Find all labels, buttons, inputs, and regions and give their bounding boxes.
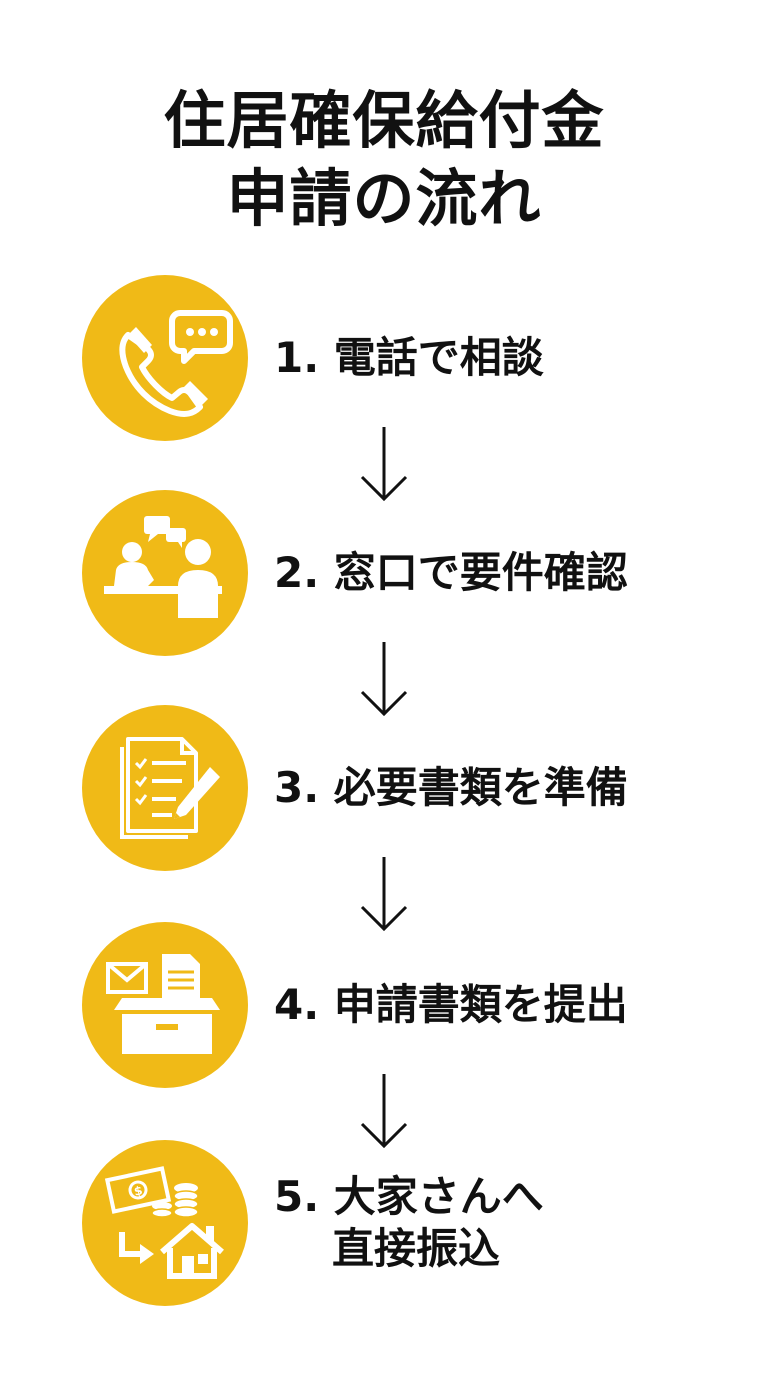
step-2-label: 2. 窓口で要件確認 <box>274 548 628 597</box>
step-5-label-line-2: 直接振込 <box>332 1224 501 1273</box>
step-2: 2. 窓口で要件確認 <box>82 490 722 656</box>
step-5-circle: $ <box>82 1140 248 1306</box>
step-4-circle <box>82 922 248 1088</box>
step-3-label: 3. 必要書類を準備 <box>274 763 628 812</box>
step-5-label-line-1: 5. 大家さんへ <box>274 1172 544 1221</box>
step-1-label: 1. 電話で相談 <box>274 333 544 382</box>
step-5: $ 5. 大家さんへ 直接振込 <box>82 1140 722 1306</box>
page-title: 住居確保給付金 申請の流れ <box>0 82 768 238</box>
checklist-pencil-icon <box>120 737 220 839</box>
step-1-circle <box>82 275 248 441</box>
arrow-down-icon <box>360 427 408 502</box>
title-line-2: 申請の流れ <box>226 162 542 235</box>
title-line-1: 住居確保給付金 <box>163 84 605 157</box>
arrow-down-icon <box>360 1074 408 1149</box>
phone-chat-icon <box>119 310 233 417</box>
arrow-down-icon <box>360 857 408 932</box>
svg-text:$: $ <box>133 1183 144 1198</box>
step-4: 4. 申請書類を提出 <box>82 922 722 1088</box>
arrow-down-icon <box>360 642 408 717</box>
step-4-label: 4. 申請書類を提出 <box>274 980 628 1029</box>
money-to-house-icon: $ <box>104 1166 224 1279</box>
step-3-circle <box>82 705 248 871</box>
step-2-circle <box>82 490 248 656</box>
counter-consultation-icon <box>104 516 222 618</box>
step-1: 1. 電話で相談 <box>82 275 722 441</box>
step-3: 3. 必要書類を準備 <box>82 705 722 871</box>
submission-box-icon <box>106 954 220 1054</box>
step-5-label: 5. 大家さんへ 直接振込 <box>274 1171 544 1275</box>
